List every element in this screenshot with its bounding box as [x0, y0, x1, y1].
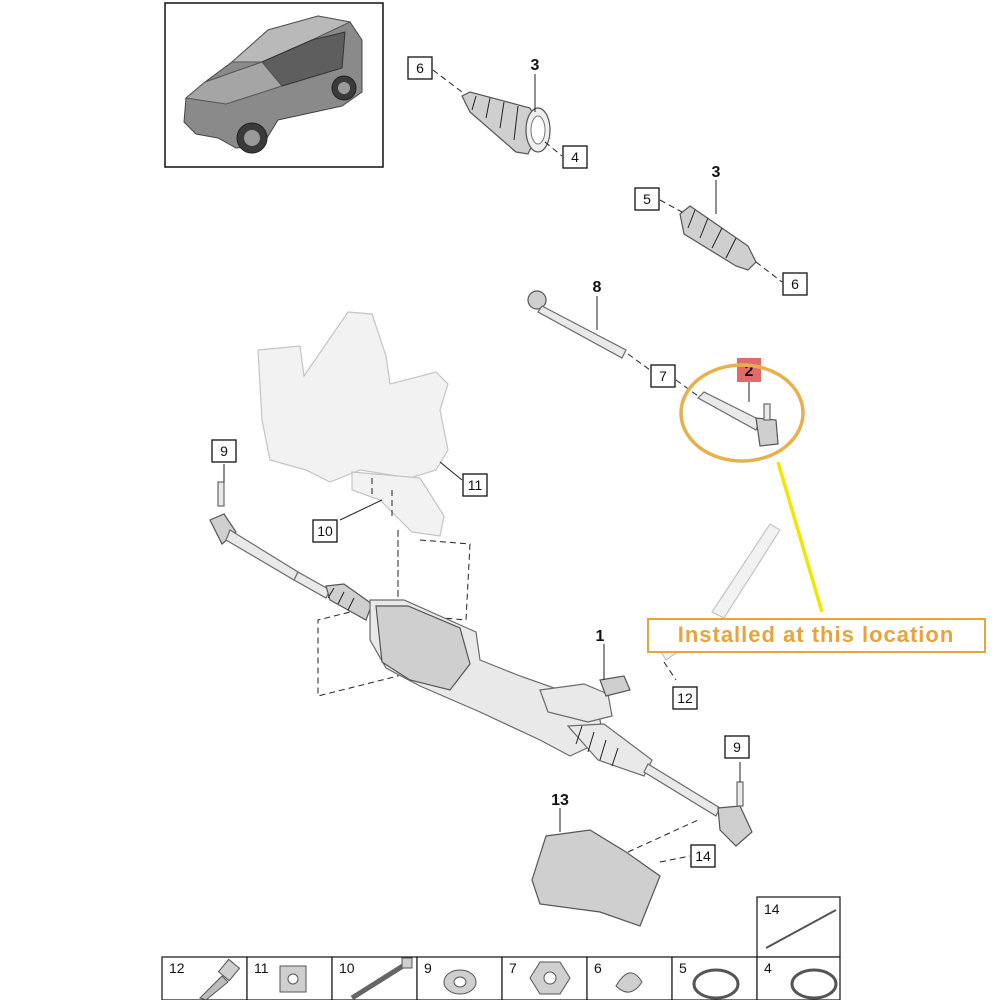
vehicle-thumbnail — [164, 2, 384, 168]
svg-text:14: 14 — [764, 901, 780, 917]
long-bolt-icon — [350, 961, 408, 1000]
svg-text:9: 9 — [424, 960, 432, 976]
small-clamp-icon — [615, 972, 643, 993]
callout-7: 7 — [650, 364, 676, 388]
svg-text:14: 14 — [695, 848, 711, 864]
callout-6a: 6 — [407, 56, 433, 80]
callout-14: 14 — [690, 844, 716, 868]
callout-1: 1 — [596, 628, 605, 645]
svg-text:10: 10 — [317, 523, 333, 539]
legend-cell-6: 6 — [586, 956, 673, 1000]
svg-text:13: 13 — [551, 792, 569, 809]
callout-8: 8 — [593, 279, 602, 296]
cable-tie-icon — [765, 909, 837, 949]
svg-text:10: 10 — [339, 960, 355, 976]
svg-text:6: 6 — [594, 960, 602, 976]
callout-6b: 6 — [782, 272, 808, 296]
highlight-ring — [679, 363, 805, 463]
rack-cover — [531, 808, 699, 927]
legend-cell-11: 11 — [246, 956, 333, 1000]
svg-text:4: 4 — [571, 149, 579, 165]
svg-text:7: 7 — [659, 368, 667, 384]
inner-tie-rod — [527, 290, 651, 371]
callout-10: 10 — [312, 519, 338, 543]
callout-9b: 9 — [724, 735, 750, 759]
car-hood — [184, 61, 283, 105]
legend-cell-12: 12 — [161, 956, 248, 1000]
svg-text:11: 11 — [254, 960, 269, 976]
svg-text:1: 1 — [596, 628, 605, 645]
callout-13: 13 — [551, 792, 569, 809]
svg-text:5: 5 — [679, 960, 687, 976]
legend-cell-9: 9 — [416, 956, 503, 1000]
svg-text:7: 7 — [509, 960, 517, 976]
svg-text:5: 5 — [643, 191, 651, 207]
callout-3b: 3 — [712, 164, 721, 181]
svg-text:12: 12 — [169, 960, 185, 976]
clamp-ring-icon — [692, 968, 740, 1000]
legend-cell-14: 14 — [756, 896, 841, 958]
legend-cell-7: 7 — [501, 956, 588, 1000]
clamp-ring-icon — [790, 968, 838, 1000]
callout-11: 11 — [462, 473, 488, 497]
svg-text:9: 9 — [733, 739, 741, 755]
legend-cell-10: 10 — [331, 956, 418, 1000]
legend-cell-5: 5 — [671, 956, 758, 1000]
svg-text:8: 8 — [593, 279, 602, 296]
bolt-icon — [199, 975, 229, 1000]
subframe — [257, 311, 463, 537]
boot-upper — [432, 69, 563, 157]
callout-3a: 3 — [531, 57, 540, 74]
svg-text:2: 2 — [745, 363, 754, 380]
boot-lower — [659, 180, 783, 283]
outer-tie-rod-end: 2 — [675, 358, 779, 447]
callout-3a-text: 3 — [531, 57, 540, 74]
callout-12: 12 — [672, 686, 698, 710]
legend-strip: 14 12 11 10 9 7 — [161, 896, 841, 1000]
svg-text:9: 9 — [220, 443, 228, 459]
svg-text:6: 6 — [416, 60, 424, 76]
svg-text:12: 12 — [677, 690, 693, 706]
svg-text:3: 3 — [712, 164, 721, 181]
right-tie-rod — [643, 762, 753, 847]
highlight-pointer — [776, 461, 824, 613]
left-tie-rod — [209, 464, 331, 599]
legend-cell-4: 4 — [756, 956, 841, 1000]
svg-text:6: 6 — [791, 276, 799, 292]
svg-text:11: 11 — [468, 477, 483, 493]
callout-4: 4 — [562, 145, 588, 169]
installed-location-note: Installed at this location — [647, 618, 986, 653]
svg-text:4: 4 — [764, 960, 772, 976]
installed-location-text: Installed at this location — [678, 622, 955, 647]
callout-5: 5 — [634, 187, 660, 211]
steering-rack — [325, 583, 653, 777]
callout-9a: 9 — [211, 439, 237, 463]
